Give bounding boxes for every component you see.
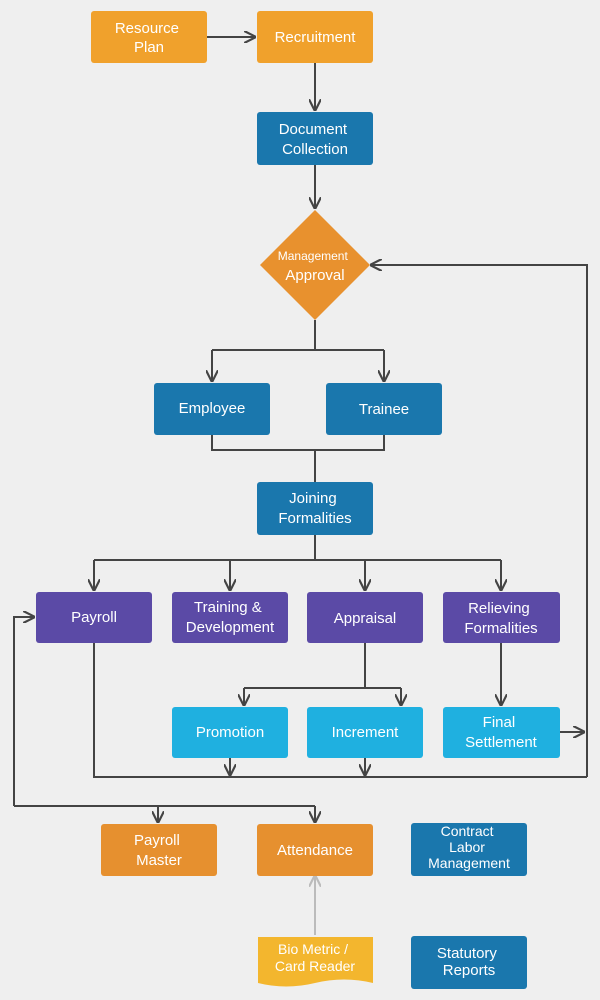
statutory-reports-node: Statutory Reports — [411, 936, 527, 989]
employee-label: Employee — [179, 400, 246, 417]
arrow-approval-split-employee-trainee — [212, 320, 384, 381]
line-joining-split — [94, 535, 501, 561]
promotion-label: Promotion — [196, 724, 264, 741]
trainee-node: Trainee — [326, 383, 442, 435]
appraisal-node: Appraisal — [307, 592, 423, 643]
payroll-node: Payroll — [36, 592, 152, 643]
relieving-formalities-label: Relieving Formalities — [464, 600, 537, 637]
statutory-reports-label: Statutory Reports — [437, 945, 501, 979]
resource-plan-node: Resource Plan — [91, 11, 207, 63]
arrow-loop-to-approval — [371, 265, 588, 777]
recruitment-label: Recruitment — [275, 29, 357, 46]
biometric-card-reader-node: Bio Metric / Card Reader — [258, 937, 373, 987]
biometric-card-reader-label: Bio Metric / Card Reader — [275, 941, 355, 974]
line-payroll-bottom-loop — [93, 643, 587, 778]
trainee-label: Trainee — [359, 401, 409, 418]
attendance-node: Attendance — [257, 824, 373, 876]
training-development-node: Training & Development — [172, 592, 288, 643]
resource-plan-label: Resource Plan — [115, 20, 183, 56]
management-approval-label: Management Approval — [278, 248, 353, 284]
connectors — [13, 37, 588, 935]
line-appraisal-split — [244, 643, 401, 689]
promotion-node: Promotion — [172, 707, 288, 758]
payroll-master-node: Payroll Master — [101, 824, 217, 876]
joining-formalities-label: Joining Formalities — [278, 490, 351, 527]
document-collection-label: Document Collection — [279, 121, 352, 158]
payroll-label: Payroll — [71, 609, 117, 626]
final-settlement-label: Final Settlement — [465, 714, 538, 751]
contract-labor-management-node: Contract Labor Management — [411, 823, 527, 876]
relieving-formalities-node: Relieving Formalities — [443, 592, 560, 643]
document-collection-node: Document Collection — [257, 112, 373, 165]
attendance-label: Attendance — [277, 842, 353, 859]
line-employee-trainee-merge — [211, 435, 385, 482]
appraisal-label: Appraisal — [334, 610, 397, 627]
employee-node: Employee — [154, 383, 270, 435]
management-approval-node: Management Approval — [260, 210, 370, 320]
training-development-label: Training & Development — [186, 599, 275, 636]
joining-formalities-node: Joining Formalities — [257, 482, 373, 535]
increment-node: Increment — [307, 707, 423, 758]
recruitment-node: Recruitment — [257, 11, 373, 63]
arrow-loop-to-payroll — [13, 617, 34, 806]
contract-labor-management-label: Contract Labor Management — [428, 823, 510, 871]
increment-label: Increment — [332, 724, 400, 741]
payroll-master-label: Payroll Master — [134, 832, 184, 869]
final-settlement-node: Final Settlement — [443, 707, 560, 758]
